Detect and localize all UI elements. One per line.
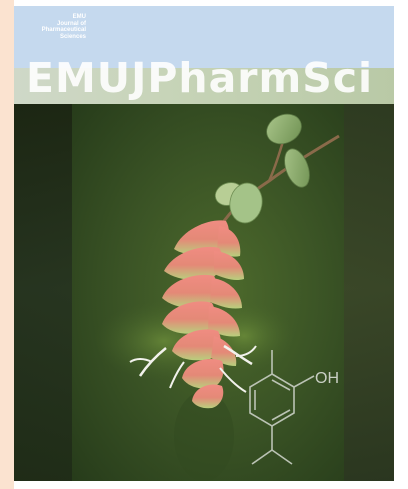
thymol-structure-icon <box>249 350 315 465</box>
cover-dark-edge-right <box>344 96 394 481</box>
journal-title-line-1: EMU <box>72 14 86 20</box>
flower-bracts <box>162 220 244 409</box>
cover-dark-edge-left <box>14 96 72 481</box>
journal-title-line-4: Sciences <box>59 33 86 40</box>
hydroxyl-label: OH <box>315 370 339 387</box>
journal-full-title: EMU Journal of Pharmaceutical Sciences <box>16 14 86 40</box>
flower-illustration: OH <box>94 113 340 481</box>
left-margin-strip <box>0 0 14 489</box>
journal-title-line-2: Journal of <box>56 20 86 27</box>
masthead-band <box>14 68 394 104</box>
cover-image: OH EMU Journal of Pharmaceutical Science… <box>14 6 394 481</box>
masthead-title: EMUJPharmSci <box>26 54 374 102</box>
journal-title-line-3: Pharmaceutical <box>41 27 86 34</box>
